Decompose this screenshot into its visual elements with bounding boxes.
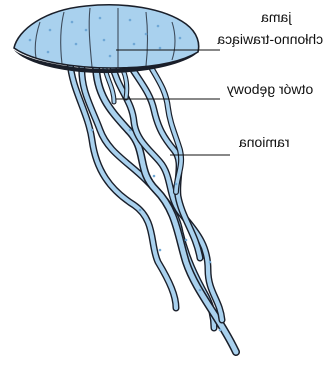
- label-jama-line2: chłonno-trawiąca: [217, 31, 323, 47]
- label-otwor: otwór gębowy: [227, 81, 313, 97]
- bell: [14, 5, 199, 73]
- bell-dome: [14, 5, 199, 68]
- label-jama-line1: jama: [261, 9, 293, 25]
- arms-group: [70, 62, 236, 352]
- label-ramiona: ramiona: [239, 134, 290, 150]
- labels: jama chłonno-trawiąca otwór gębowy ramio…: [217, 9, 323, 150]
